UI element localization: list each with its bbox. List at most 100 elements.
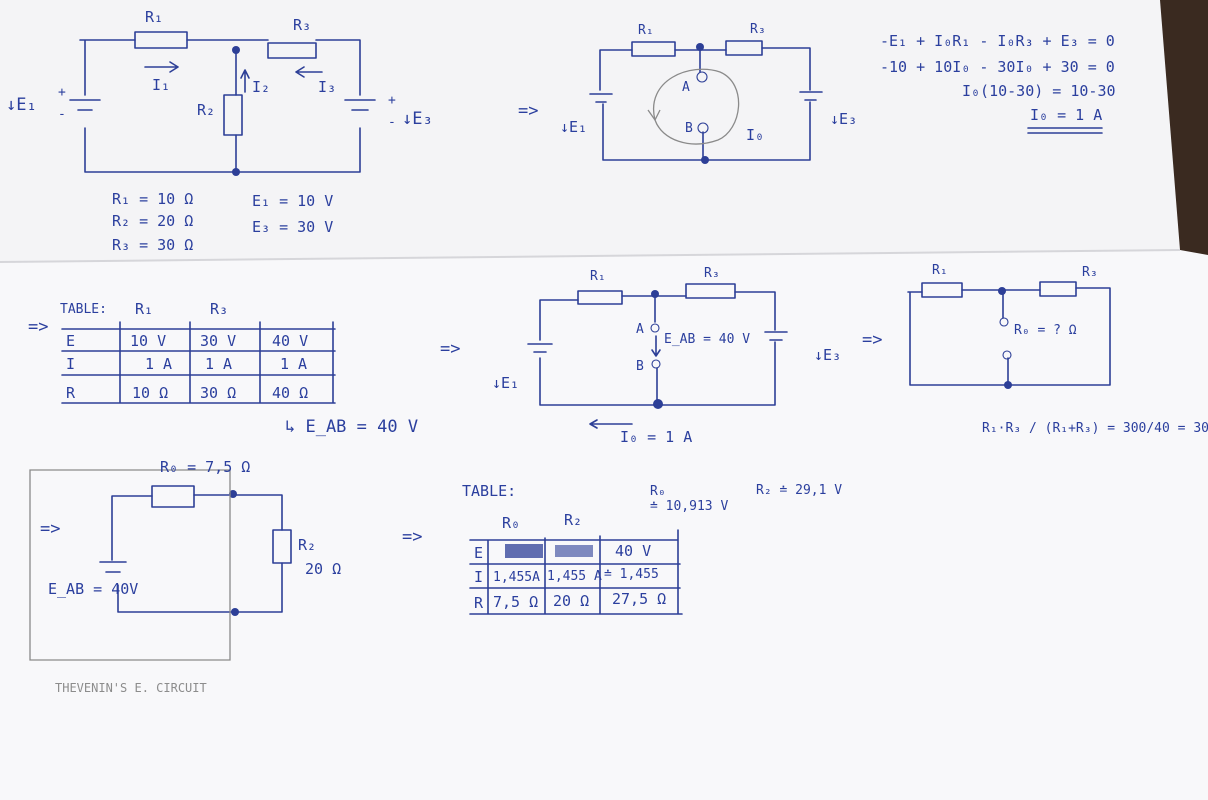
table2-header-r0: R₀ [502,514,520,532]
circuit-1: R₁ R₃ R₂ I₁ I₂ I₃ ↓E₁ + - + - ↓E₃ R₁ = 1… [6,8,433,254]
c3-label-r3: R₃ [704,266,720,281]
thevenin-label-r2-value: 20 Ω [305,560,341,578]
c4-label-r3: R₃ [1082,265,1098,280]
c4-label-r1: R₁ [932,263,948,278]
arrow-i2 [240,69,250,93]
table2-row-label-i: I [474,568,483,586]
label-e3-minus: - [388,115,396,130]
arrow-5: => [40,519,60,539]
label-i3: I₃ [318,78,336,96]
table2-cell: 27,5 Ω [612,590,666,608]
table2-cell: 40 V [615,542,651,560]
table2-note-r0: R₀ [650,484,666,499]
label-i1: I₁ [152,76,170,94]
table1-cell: 40 V [272,332,308,350]
label-i2: I₂ [252,78,270,96]
thevenin-label-eab: E_AB = 40V [48,580,138,598]
table1-cell: 10 Ω [132,384,168,402]
label-e3-plus: + [388,93,396,108]
arrow-1: => [518,101,538,121]
table1-row-label-r: R [66,384,76,402]
value-e3: E₃ = 30 V [252,218,333,236]
equation-3: I₀(10-30) = 10-30 [962,82,1116,100]
arrow-6: => [402,527,422,547]
c3-label-i0: I₀ = 1 A [620,428,692,446]
table2-cell: 1,455 A [547,569,602,584]
resistor-r1 [134,31,188,49]
c3-label-eab: E_AB = 40 V [664,332,750,347]
arrow-i1 [144,61,179,73]
value-e1: E₁ = 10 V [252,192,333,210]
thevenin-resistor-r0 [151,485,195,508]
table1-caption: TABLE: [60,302,107,317]
circuit-3: R₁ R₃ A B E_AB = 40 V ↓E₁ ↓E₃ I₀ = 1 A [492,266,841,446]
c3-label-r1: R₁ [590,269,606,284]
label-e1-minus: - [58,107,66,122]
c3-resistor-r1 [577,290,623,305]
c3-label-b: B [636,359,644,374]
table2-row-label-r: R [474,594,484,612]
label-r2: R₂ [197,101,215,119]
circuit-2: R₁ R₃ A B ↓E₁ ↓E₃ I₀ [560,22,857,164]
battery-e3 [344,99,376,111]
resistor-r2 [223,94,243,136]
table2-cell: ≐ 1,455 [604,567,659,582]
value-r2: R₂ = 20 Ω [112,212,193,230]
c4-formula: R₁·R₃ / (R₁+R₃) = 300/40 = 30/4 = 7,5 Ω [982,421,1208,436]
resistor-r3 [267,42,317,59]
c2-label-b: B [685,121,693,136]
thevenin-resistor-r2 [272,529,292,564]
c2-label-i0: I₀ [746,126,764,144]
arrow-i3 [295,66,323,78]
table2-caption: TABLE: [462,482,516,500]
c4-label-r0: R₀ = ? Ω [1014,323,1077,338]
table1-header-r1: R₁ [135,300,153,318]
table1-row-label-i: I [66,355,75,373]
table2-note-ur2: R₂ ≐ 29,1 V [756,483,842,498]
c2-label-e1: ↓E₁ [560,118,587,136]
c2-label-a: A [682,80,690,95]
arrow-4: => [862,330,882,350]
value-r1: R₁ = 10 Ω [112,190,193,208]
table2-header-r2: R₂ [564,511,582,529]
table1-cell: 1 A [205,355,232,373]
lower-paper [0,250,1208,800]
c2-label-r3: R₃ [750,22,766,37]
table2-note-ur0: ≐ 10,913 V [650,499,728,514]
thevenin-circuit: => R₀ = 7,5 Ω R₂ 20 Ω E_AB = 40V THEVENI… [29,458,341,695]
scribbled-cell [555,545,593,557]
label-r3: R₃ [293,16,311,34]
thevenin-label-r2: R₂ [298,536,316,554]
mesh-loop [652,68,740,145]
arrow-3: => [440,339,460,359]
table2-cell: 7,5 Ω [493,593,538,611]
thevenin-caption: THEVENIN'S E. CIRCUIT [55,681,207,695]
table2-cell: 20 Ω [553,592,589,610]
table1-note-eab: ↳ E_AB = 40 V [285,417,418,437]
scribbled-cell [505,544,543,558]
table-2: TABLE: R₀ R₂ R₀ ≐ 10,913 V R₂ ≐ 29,1 V E… [462,482,842,615]
table1-header-r3: R₃ [210,300,228,318]
upper-paper [0,0,1180,262]
c3-resistor-r3 [685,283,736,299]
c2-label-e3: ↓E₃ [830,110,857,128]
equation-result: I₀ = 1 A [1030,106,1102,124]
table1-cell: 1 A [145,355,172,373]
c3-label-a: A [636,322,644,337]
c3-label-e1: ↓E₁ [492,374,519,392]
c3-label-e3: ↓E₃ [814,346,841,364]
table-1: => TABLE: R₁ R₃ E I R 10 V 30 V 40 V 1 A… [28,300,418,437]
equation-1: -E₁ + I₀R₁ - I₀R₃ + E₃ = 0 [880,32,1115,50]
c4-resistor-r3 [1039,281,1077,297]
table1-cell: 1 A [280,355,307,373]
table1-cell: 10 V [130,332,166,350]
table1-cell: 30 V [200,332,236,350]
table1-cell: 30 Ω [200,384,236,402]
label-e3: ↓E₃ [402,109,433,129]
c4-resistor-r1 [921,282,963,298]
table2-cell: 1,455A [493,570,540,585]
equation-2: -10 + 10I₀ - 30I₀ + 30 = 0 [880,58,1115,76]
thevenin-label-r0: R₀ = 7,5 Ω [160,458,250,476]
kvl-equations: -E₁ + I₀R₁ - I₀R₃ + E₃ = 0 -10 + 10I₀ - … [880,32,1116,134]
